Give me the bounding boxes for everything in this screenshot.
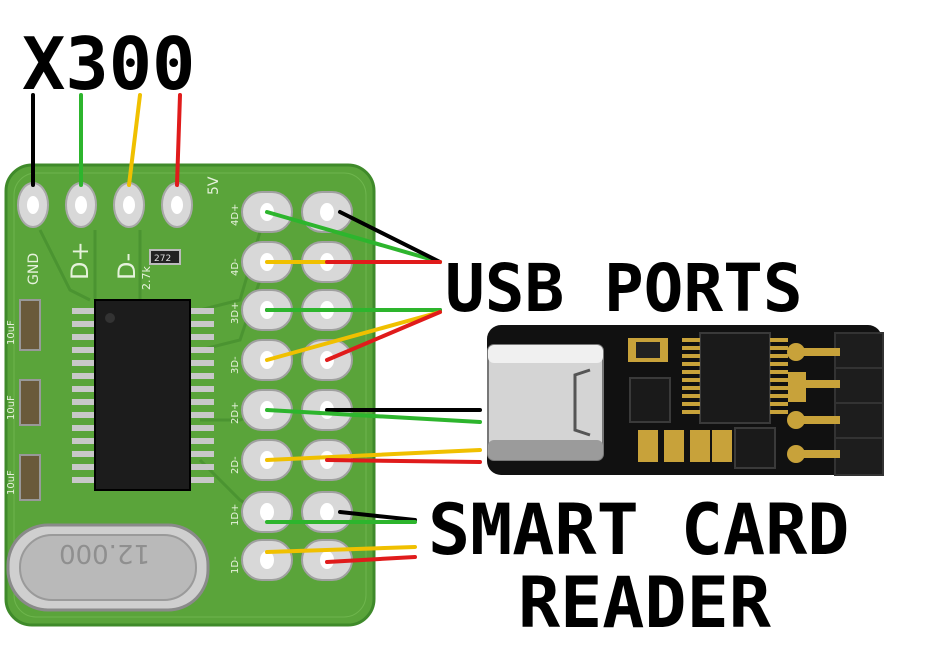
reader-chip-pin: [770, 386, 788, 390]
chip-pin: [72, 399, 96, 405]
chip-pin: [190, 334, 214, 340]
chip-pin: [72, 451, 96, 457]
reader-chip-pin: [682, 354, 700, 358]
wire: [338, 510, 417, 522]
wire: [325, 555, 417, 564]
reader-chip-pin: [770, 354, 788, 358]
wire: [325, 310, 442, 362]
wire: [265, 448, 482, 462]
chip-pin: [72, 386, 96, 392]
chip-pin: [190, 451, 214, 457]
reader-chip-pin: [682, 394, 700, 398]
chip-pin: [190, 464, 214, 470]
reader-chip-pin: [682, 346, 700, 350]
chip-pin: [190, 360, 214, 366]
port-pad-label: 4D-: [230, 258, 241, 276]
header-pins: [787, 332, 884, 476]
port-pad-label: 4D+: [230, 204, 241, 226]
crystal-label: 12.000: [59, 538, 150, 568]
reader-chip-pin: [770, 346, 788, 350]
reader-chip-pin: [682, 362, 700, 366]
silk-dplus: D+: [66, 241, 94, 280]
usb-ports-label: USB PORTS: [445, 250, 803, 327]
chip-pin: [190, 477, 214, 483]
x300-label: X300: [22, 22, 196, 106]
wire: [265, 545, 417, 554]
capacitors: 10uF 10uF 10uF: [6, 299, 41, 501]
reader-chip-pin: [770, 362, 788, 366]
silk-5v: 5V: [206, 176, 222, 195]
chip-pin: [72, 321, 96, 327]
chip-pin: [190, 399, 214, 405]
silk-gnd: GND: [26, 253, 42, 285]
chip-pin: [72, 464, 96, 470]
wire: [338, 210, 442, 264]
reader-chip-pin: [770, 370, 788, 374]
wire: [325, 458, 482, 464]
port-pad-label: 1D+: [230, 504, 241, 526]
cap-label-3: 10uF: [6, 470, 17, 495]
reader-chip-pin: [770, 410, 788, 414]
wire: [265, 408, 482, 424]
reader-chip-pin: [770, 378, 788, 382]
reader-chip-pin: [682, 410, 700, 414]
chip-pin: [72, 308, 96, 314]
reader-chip-pin: [770, 394, 788, 398]
smart-card-reader-board: [487, 325, 884, 476]
usb-hub-pcb: GND D+ D- 5V 272 2.7k 10uF 10uF 10uF: [4, 163, 376, 627]
resistor: 272 2.7k: [140, 249, 181, 290]
chip-pin: [72, 360, 96, 366]
reader-chip-pin: [682, 386, 700, 390]
wire: [175, 93, 182, 187]
chip-pin: [72, 438, 96, 444]
resistor-value: 2.7k: [140, 266, 153, 290]
resistor-code: 272: [154, 254, 171, 264]
port-pad-label: 2D-: [230, 456, 241, 474]
wire: [265, 310, 442, 362]
reader-chip-pin: [682, 402, 700, 406]
pad-hole: [260, 503, 274, 521]
crystal: 12.000: [6, 523, 210, 612]
wire: [127, 93, 142, 187]
port-pads: 4D+ 4D- 3D+ 3D- 2D+ 2D- 1D+ 1D-: [230, 191, 353, 581]
chip-pin: [72, 425, 96, 431]
chip-pin: [72, 373, 96, 379]
reader-label: READER: [518, 562, 771, 644]
chip-pin: [72, 412, 96, 418]
silk-dminus: D-: [113, 253, 141, 280]
reader-chip-pin: [770, 402, 788, 406]
pad-hole: [320, 503, 334, 521]
reader-chip-pin: [770, 338, 788, 342]
pad-hole: [320, 203, 334, 221]
chip-pin: [190, 347, 214, 353]
chip-pin: [72, 477, 96, 483]
cap-label-2: 10uF: [6, 395, 17, 420]
chip-pin: [190, 373, 214, 379]
cap-label-1: 10uF: [6, 320, 17, 345]
wires: [31, 93, 482, 564]
chip-pin: [190, 386, 214, 392]
port-pad-label: 1D-: [230, 556, 241, 574]
chip-pin: [190, 308, 214, 314]
reader-chip-pin: [682, 370, 700, 374]
smart-card-label: SMART CARD: [428, 489, 850, 571]
chip-pin: [190, 412, 214, 418]
port-pad-label: 3D+: [230, 302, 241, 324]
chip-pin: [190, 321, 214, 327]
chip-pin: [72, 347, 96, 353]
port-pad-label: 3D-: [230, 356, 241, 374]
hub-chip: [72, 299, 214, 491]
wire: [265, 210, 442, 264]
port-pad-label: 2D+: [230, 402, 241, 424]
chip-pin: [190, 425, 214, 431]
usb-c-plug: [487, 344, 604, 461]
reader-chip-pin: [682, 338, 700, 342]
chip-pin: [72, 334, 96, 340]
reader-chip-pin: [682, 378, 700, 382]
pad-hole: [260, 551, 274, 569]
chip-pin: [190, 438, 214, 444]
